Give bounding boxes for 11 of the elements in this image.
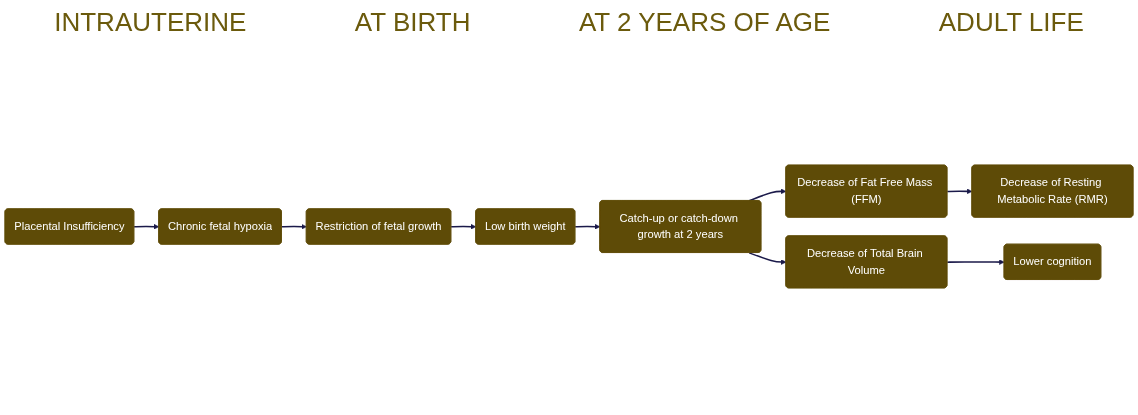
column-heading: AT BIRTH bbox=[354, 6, 471, 38]
arrow bbox=[748, 252, 787, 265]
column-heading: INTRAUTERINE bbox=[54, 6, 247, 38]
arrow bbox=[946, 188, 973, 195]
arrow bbox=[133, 223, 160, 230]
arrow bbox=[281, 223, 307, 230]
column-heading: AT 2 YEARS OF AGE bbox=[578, 6, 831, 38]
arrow bbox=[946, 259, 1005, 265]
arrow bbox=[450, 223, 477, 230]
arrow bbox=[574, 223, 601, 230]
column-heading: ADULT LIFE bbox=[938, 6, 1084, 38]
